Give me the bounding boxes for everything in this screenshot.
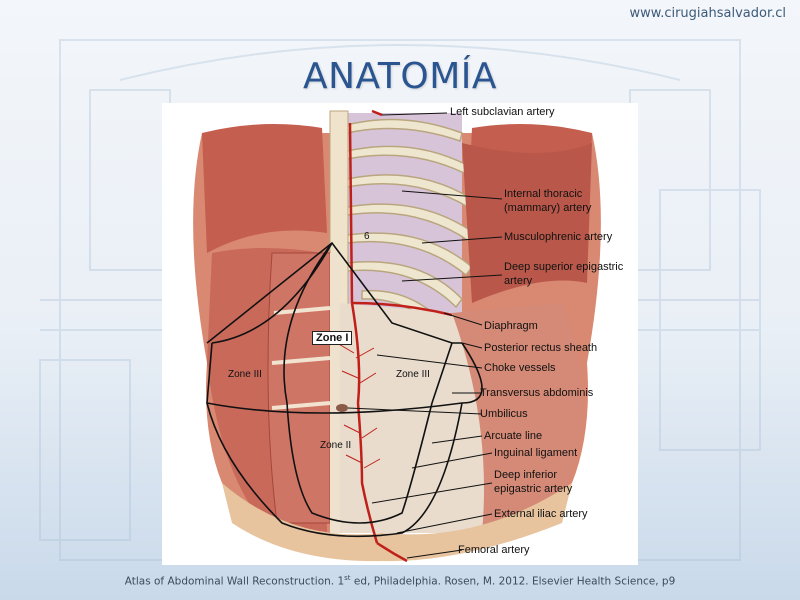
left-pectoral-muscle (202, 124, 327, 253)
figure-citation: Atlas of Abdominal Wall Reconstruction. … (124, 574, 676, 588)
label-diaphragm: Diaphragm (484, 320, 538, 332)
leader-lines (347, 112, 503, 559)
label-choke-vessels: Choke vessels (484, 362, 556, 374)
right-intercostal-muscles (462, 143, 592, 303)
abdominal-wall-illustration (193, 109, 601, 563)
anatomy-figure: Left subclavian artery Internal thoracic… (162, 103, 638, 565)
label-musculophrenic-artery: Musculophrenic artery (504, 231, 613, 243)
label-external-iliac-artery: External iliac artery (494, 508, 588, 520)
umbilicus (336, 404, 348, 412)
linea-alba (330, 253, 340, 533)
label-posterior-rectus-sheath: Posterior rectus sheath (484, 342, 598, 354)
transversus-abdominis (452, 303, 583, 533)
tendinous-intersections (271, 306, 331, 410)
label-internal-thoracic-artery: Internal thoracic (mammary) artery (504, 188, 592, 214)
label-femoral-artery: Femoral artery (458, 544, 530, 556)
site-url: www.cirugiahsalvador.cl (629, 6, 786, 21)
label-arcuate-line: Arcuate line (484, 430, 543, 442)
label-left-subclavian-artery: Left subclavian artery (450, 106, 555, 118)
arteries (348, 109, 453, 563)
label-umbilicus: Umbilicus (480, 408, 528, 420)
label-deep-inferior-epigastric-artery: Deep inferior epigastric artery (494, 469, 573, 495)
rib-number-label: 6 (364, 231, 370, 242)
zone-3-left-label: Zone III (228, 369, 262, 380)
label-inguinal-ligament: Inguinal ligament (494, 447, 578, 459)
posterior-rectus-sheath (340, 303, 492, 533)
zone-2-label: Zone II (320, 440, 352, 451)
zone-3-right-label: Zone III (396, 369, 430, 380)
slide-title: ANATOMÍA (302, 56, 498, 97)
label-deep-superior-epigastric-artery: Deep superior epigastric artery (504, 261, 624, 287)
zone-outlines (206, 241, 483, 538)
label-transversus-abdominis: Transversus abdominis (480, 387, 594, 399)
zone-1-label: Zone I (312, 331, 353, 345)
inguinal-region (222, 483, 572, 562)
choke-vessels (336, 342, 381, 469)
